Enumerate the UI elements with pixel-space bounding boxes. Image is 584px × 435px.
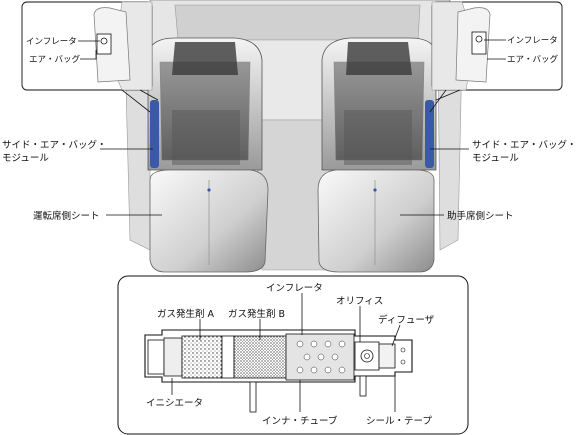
label-inflator-right: インフレータ xyxy=(507,36,558,46)
gas-generant-b xyxy=(233,335,287,379)
label-side-module-left-1: サイド・エア・バッグ・ xyxy=(2,139,107,151)
label-inflator: インフレータ xyxy=(266,283,323,294)
label-gas-generant-a: ガス発生剤 A xyxy=(157,308,215,320)
passenger-side-airbag-module xyxy=(425,100,434,168)
inflator-icon xyxy=(100,37,108,45)
label-orifice: オリフィス xyxy=(336,296,383,307)
label-passenger-seat: 助手席側シート xyxy=(447,210,514,222)
label-initiator: イニシエータ xyxy=(146,398,203,409)
diffuser xyxy=(378,343,396,369)
label-side-module-left-2: モジュール xyxy=(2,153,49,164)
label-inner-tube: インナ・チューブ xyxy=(262,415,338,427)
driver-seat xyxy=(147,37,269,273)
label-gas-generant-b: ガス発生剤 B xyxy=(228,308,285,320)
label-driver-seat: 運転席側シート xyxy=(33,210,100,222)
initiator xyxy=(147,339,165,375)
inflator-cutaway-panel xyxy=(117,275,469,435)
label-seal-tape: シール・テープ xyxy=(366,416,432,427)
label-airbag-right: エア・バッグ xyxy=(507,54,559,65)
passenger-seat xyxy=(317,37,437,273)
gas-generant-a xyxy=(181,335,223,379)
inflator-icon xyxy=(475,35,483,43)
label-airbag-left: エア・バッグ xyxy=(29,54,81,65)
label-inflator-left: インフレータ xyxy=(26,37,77,47)
right-inset-detail xyxy=(429,1,563,113)
label-diffuser: ディフューザ xyxy=(378,314,435,326)
label-side-module-right-1: サイド・エア・バッグ・ xyxy=(472,139,577,151)
driver-side-airbag-module xyxy=(150,100,159,168)
label-side-module-right-2: モジュール xyxy=(472,153,519,164)
left-inset-detail xyxy=(21,1,159,113)
